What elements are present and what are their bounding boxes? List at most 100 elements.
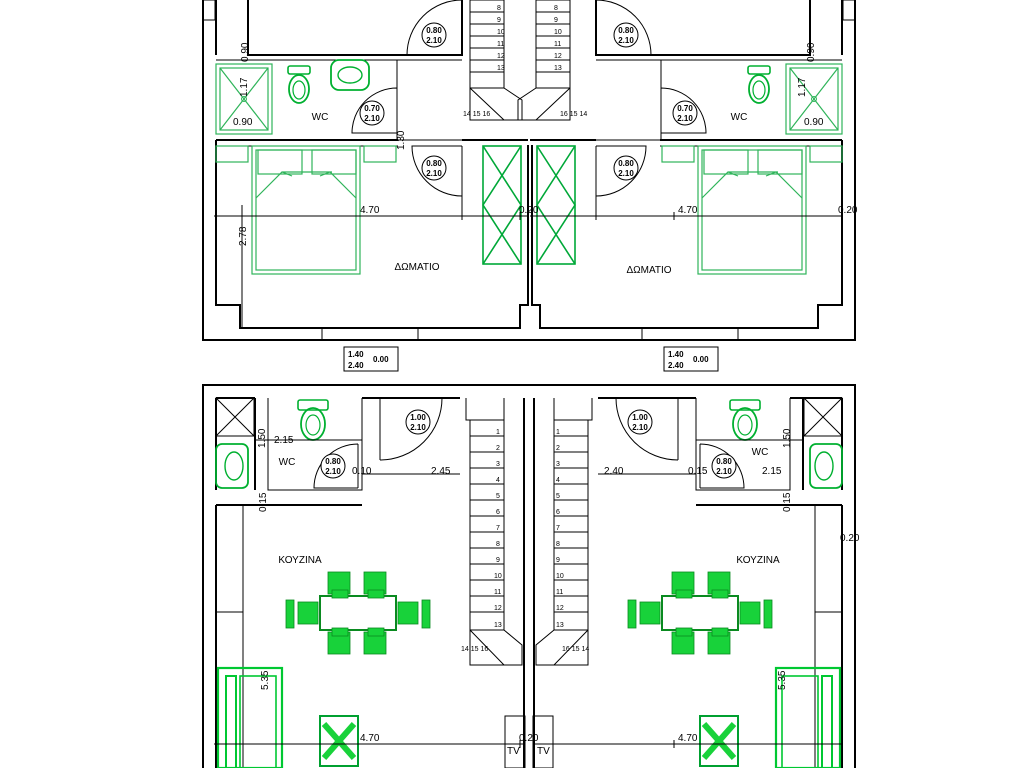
upper-landing-left: 14 15 16 [463, 111, 490, 118]
upper-door-stair-right: 0.80 2.10 [595, 0, 652, 56]
upper-window-right [641, 327, 739, 341]
upper-door-stair-right-h: 2.10 [618, 36, 634, 45]
upper-step-left-8: 8 [497, 5, 501, 12]
upper-door-wc-left-w: 0.70 [364, 104, 380, 113]
g-wall-b-right: 0.15 [782, 492, 793, 512]
kitchen-right-label: ΚΟΥΖΙΝΑ [736, 555, 780, 566]
ground-outer-wall [202, 384, 856, 768]
upper-bedroom-right-label: ΔΩΜΑΤΙΟ [626, 265, 671, 276]
svg-text:2.10: 2.10 [716, 467, 732, 476]
upper-door-bedroom-right-w: 0.80 [618, 159, 634, 168]
tv-unit-left [504, 715, 526, 768]
upper-shower-height-left: 1.17 [239, 77, 250, 97]
svg-text:0.80: 0.80 [716, 457, 732, 466]
ground-door-entry-right: 1.00 2.10 [615, 397, 679, 461]
svg-text:2.10: 2.10 [632, 423, 648, 432]
upper-room-depth: 2.78 [238, 226, 249, 246]
ground-door-wc-left: 0.80 2.10 [313, 443, 359, 489]
upper-wc-right-label: WC [731, 112, 748, 123]
upper-sink-left-icon [330, 59, 370, 91]
upper-shower-width-right: 0.90 [804, 117, 824, 128]
coffee-table-right-icon [699, 715, 739, 767]
upper-outer-wall [202, 0, 856, 341]
g-landing-left: 14 15 16 [461, 646, 488, 653]
upper-door-wc-right-h: 2.10 [677, 114, 693, 123]
g-step-l-10: 10 [494, 573, 502, 580]
ground-wc-right-label: WC [752, 447, 769, 458]
coffee-table-left-icon [319, 715, 359, 767]
tv-unit-right [532, 715, 554, 768]
upper-floor-plan: 8 9 10 11 12 13 8 9 10 11 12 13 14 15 16… [202, 0, 858, 372]
upper-door-bedroom-left-w: 0.80 [426, 159, 442, 168]
ground-door-entry-left: 1.00 2.10 [379, 397, 443, 461]
g-step-l-9: 9 [496, 557, 500, 564]
g-step-l-2: 2 [496, 445, 500, 452]
g-step-r-13: 13 [556, 622, 564, 629]
upper-step-right-13: 13 [554, 65, 562, 72]
g-step-r-12: 12 [556, 605, 564, 612]
upper-shower-right [785, 63, 843, 135]
upper-door-wc-left: 0.70 2.10 [351, 87, 398, 134]
upper-toilet-left-icon [287, 65, 311, 104]
upper-door-wc-left-h: 2.10 [364, 114, 380, 123]
g-step-r-10: 10 [556, 573, 564, 580]
upper-shower-top-left: 0.90 [240, 42, 251, 62]
svg-text:2.40: 2.40 [348, 361, 364, 370]
g-step-l-13: 13 [494, 622, 502, 629]
g-step-r-2: 2 [556, 445, 560, 452]
upper-door-wc-right: 0.70 2.10 [660, 87, 707, 134]
upper-bed-left-icon [215, 145, 397, 275]
kitchen-left-label: ΚΟΥΖΙΝΑ [278, 555, 322, 566]
upper-step-left-11: 11 [497, 41, 504, 48]
upper-door-bedroom-left-h: 2.10 [426, 169, 442, 178]
g-step-l-3: 3 [496, 461, 500, 468]
upper-wc-left-label: WC [312, 112, 329, 123]
g-living-width-right: 4.70 [678, 733, 698, 744]
upper-door-stair-left-w: 0.80 [426, 26, 442, 35]
g-step-l-8: 8 [496, 541, 500, 548]
upper-step-left-12: 12 [497, 53, 505, 60]
g-step-r-8: 8 [556, 541, 560, 548]
g-step-r-3: 3 [556, 461, 560, 468]
svg-text:1.40: 1.40 [348, 350, 364, 359]
g-hall-left: 2.45 [431, 466, 451, 477]
g-center-wall: 0.20 [519, 733, 539, 744]
ground-stair-left [465, 398, 523, 666]
upper-room-width-left: 4.70 [360, 205, 380, 216]
tv-right-label: TV [537, 746, 550, 757]
g-step-l-7: 7 [496, 525, 500, 532]
upper-wall-left: 0.20 [519, 205, 539, 216]
upper-toilet-right-icon [747, 65, 771, 104]
upper-landing-right: 16 15 14 [560, 111, 587, 118]
g-wall-a-right: 0.15 [688, 466, 708, 477]
upper-stair-left [469, 0, 523, 121]
svg-text:0.80: 0.80 [325, 457, 341, 466]
upper-step-right-8: 8 [554, 5, 558, 12]
ground-stair-right [535, 398, 593, 666]
g-wall-c-right: 0.20 [840, 533, 860, 544]
g-step-r-6: 6 [556, 509, 560, 516]
upper-door-bedroom-right-h: 2.10 [618, 169, 634, 178]
upper-door-bedroom-left: 0.80 2.10 [411, 145, 463, 197]
svg-text:0.00: 0.00 [693, 355, 709, 364]
g-wc-width-left: 2.15 [274, 435, 294, 446]
g-wall-a-left: 0.10 [352, 466, 372, 477]
svg-text:2.10: 2.10 [410, 423, 426, 432]
upper-step-left-10: 10 [497, 29, 505, 36]
dining-table-left-icon [285, 571, 431, 655]
sofa-right-icon [774, 666, 842, 768]
svg-text:2.10: 2.10 [325, 467, 341, 476]
ground-door-wc-right: 0.80 2.10 [699, 443, 745, 489]
upper-void-right [536, 145, 576, 265]
upper-void-left [482, 145, 522, 265]
upper-window-tag-right: 1.40 2.40 0.00 [663, 346, 719, 372]
upper-inner-wall-right [531, 0, 843, 329]
upper-shower-top-right: 0.90 [806, 42, 817, 62]
g-step-r-9: 9 [556, 557, 560, 564]
g-living-depth-right: 5.35 [777, 670, 788, 690]
g-step-l-11: 11 [494, 589, 501, 596]
ground-sink-right-icon [809, 443, 843, 489]
upper-step-right-9: 9 [554, 17, 558, 24]
upper-step-right-10: 10 [554, 29, 562, 36]
tv-left-label: TV [507, 746, 520, 757]
